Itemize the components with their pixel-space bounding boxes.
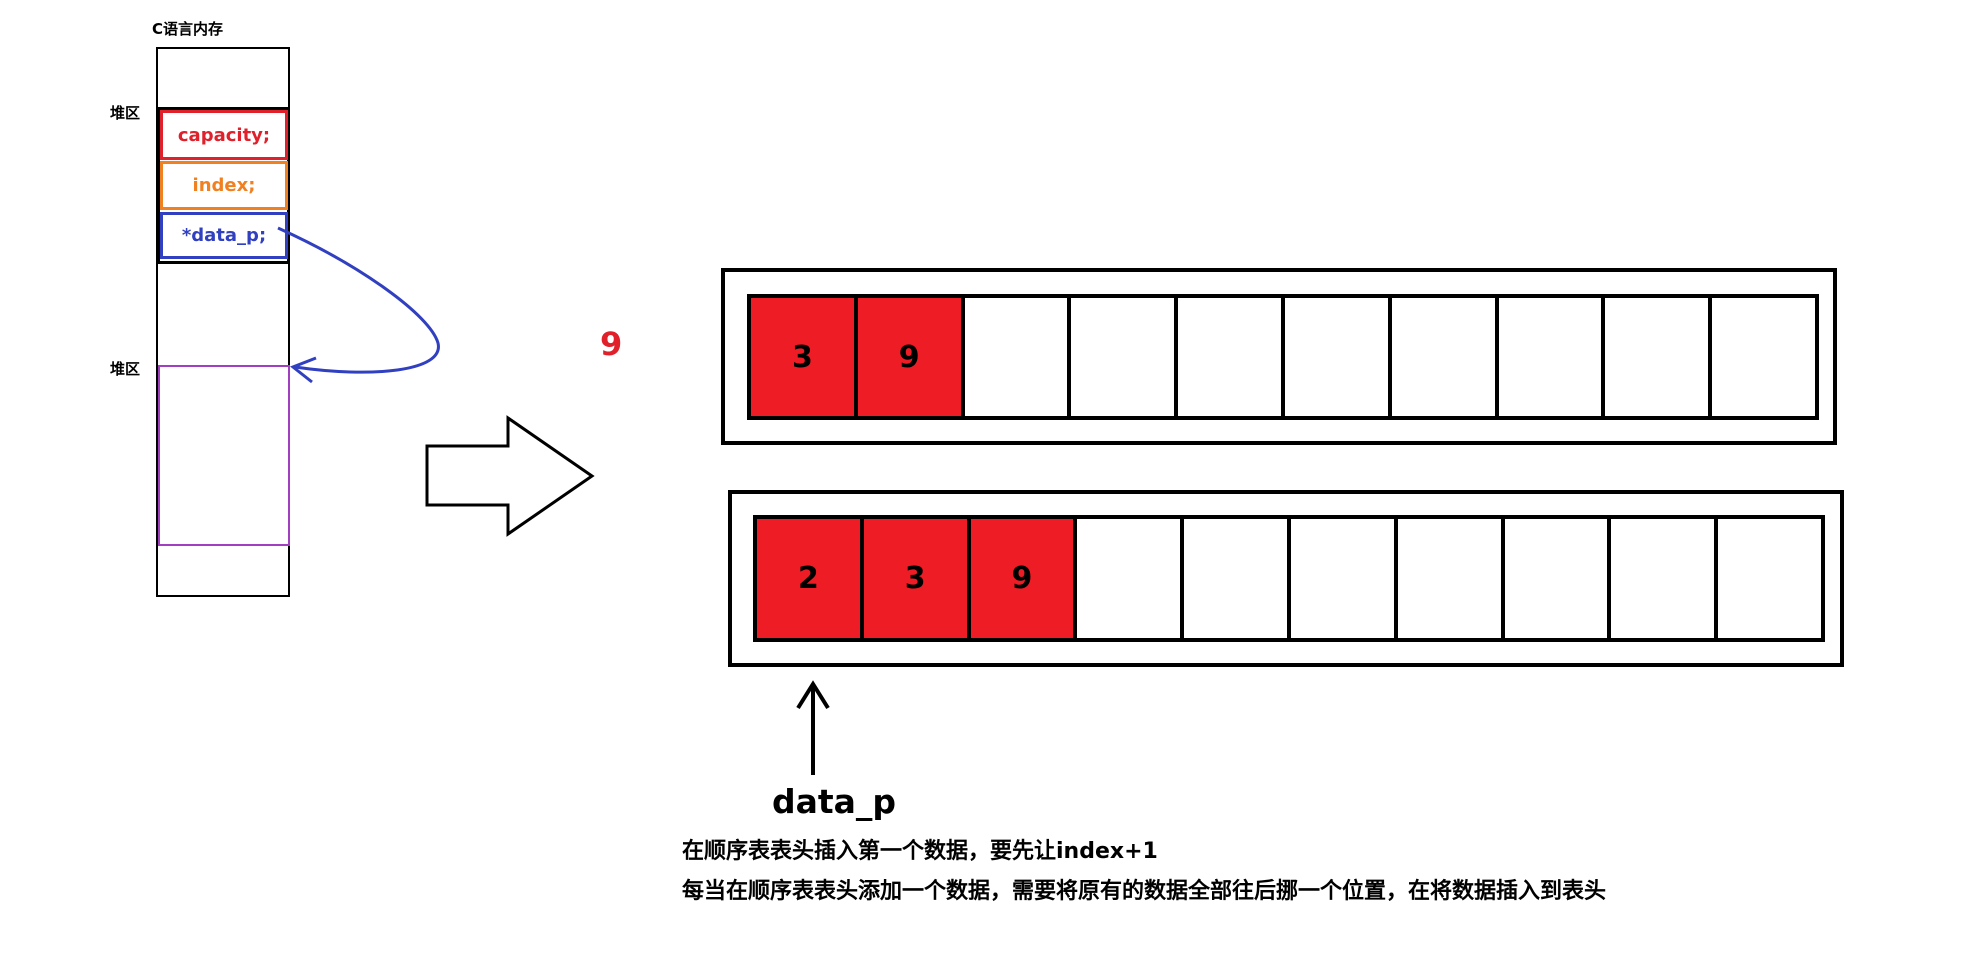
- array-after-cell: 2: [757, 519, 864, 638]
- pointer-curve-arrowhead: [290, 356, 317, 384]
- array-after-cell: 9: [970, 519, 1078, 638]
- array-after-cell: [1184, 519, 1291, 638]
- array-before-cell: 3: [751, 298, 858, 416]
- pending-insert-value: 9: [600, 325, 623, 363]
- data-pointer-label: data_p: [772, 782, 897, 821]
- array-before-cell: [1499, 298, 1606, 416]
- pointer-curve-arrow: [277, 226, 440, 374]
- array-before-cell: [965, 298, 1072, 416]
- note-line-1: 在顺序表表头插入第一个数据，要先让index+1: [682, 839, 1158, 864]
- heap-label-array: 堆区: [110, 360, 141, 378]
- array-before-cell: [1392, 298, 1499, 416]
- array-after-cell: 3: [863, 519, 971, 638]
- heap-label-struct: 堆区: [110, 104, 141, 122]
- array-after-cell: [1611, 519, 1719, 638]
- array-after-cell: [1505, 519, 1612, 638]
- array-after-cell: [1291, 519, 1398, 638]
- field-capacity: capacity;: [160, 110, 288, 160]
- array-after-cell: [1077, 519, 1185, 638]
- array-after-frame: [728, 490, 1844, 667]
- struct-block: [157, 107, 290, 264]
- array-before-cell: [1285, 298, 1392, 416]
- memory-title: C语言内存: [152, 20, 224, 38]
- transition-arrow: [425, 415, 595, 537]
- array-before-cell: [1178, 298, 1285, 416]
- array-before-cell: 9: [857, 298, 965, 416]
- field-data-pointer: *data_p;: [160, 212, 288, 259]
- memory-column: [156, 47, 290, 597]
- array-before-cell: [1071, 298, 1179, 416]
- heap-array-block: [158, 365, 290, 546]
- array-before-cell: [1605, 298, 1713, 416]
- field-index: index;: [160, 161, 288, 210]
- note-line-2: 每当在顺序表表头添加一个数据，需要将原有的数据全部往后挪一个位置，在将数据插入到…: [682, 879, 1607, 904]
- array-after-cell: [1398, 519, 1505, 638]
- array-before-frame: [721, 268, 1837, 445]
- data-pointer-arrowhead: [796, 680, 830, 710]
